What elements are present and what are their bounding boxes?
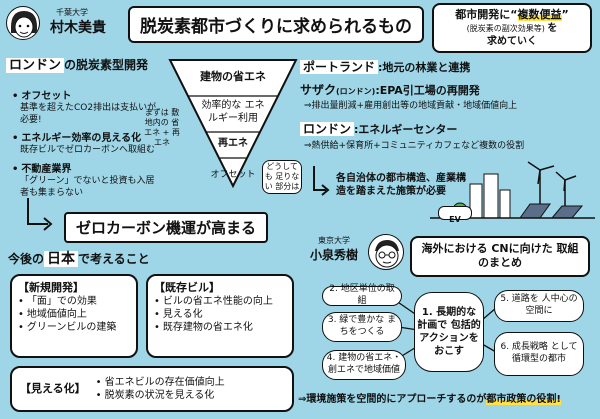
portland-line: ポートランド:地元の林業と連携 (300, 60, 470, 76)
london-bullet-3: 不動産業界 「グリーン」でないと投資も入居者も集まらない (12, 163, 162, 199)
london2-detail: ⇒熱供給+保育所+コミュニティカフェなど複数の役割 (304, 141, 525, 151)
london-heading-city: ロンドン (6, 58, 65, 73)
arrow-down-right-icon (313, 166, 330, 196)
pyramid-level-2: 効率的な エネルギー利用 (201, 100, 265, 124)
speaker2-name: 小泉秀樹 (310, 248, 359, 262)
visual-items: 省エネビルの存在価値向上 脱炭素の状況を見える化 (96, 376, 225, 402)
southwark-desc: :EPA引工場の再開発 (375, 84, 480, 97)
japan-heading: 今後の日本で考えること (8, 250, 150, 268)
speaker1-affiliation: 千葉大学 (56, 8, 88, 17)
speaker1-avatar (6, 6, 40, 40)
speaker1-name: 村木美貴 (50, 20, 106, 36)
callout-particle: を (547, 23, 558, 35)
new-dev-item-1: 「面」での効果 (18, 295, 130, 308)
callout-line3: 求めていく (487, 36, 537, 48)
speaker1-face-icon (11, 11, 37, 38)
london-bullet-1: オフセット 基準を超えたCO2排出は支払いが必要! (12, 90, 162, 126)
pyramid-level-3: 再エネ (218, 138, 248, 149)
london-bullet-3-body: 「グリーン」でないと投資も入居者も集まらない (20, 176, 155, 198)
footer-text: ⇒環境施策を空間的にアプローチするのが (298, 394, 487, 405)
london-bullet-3-lead: 不動産業界 (12, 163, 162, 176)
visual-title: 【見える化】 (20, 381, 86, 395)
ev-car: EV (438, 206, 472, 224)
portland-name: ポートランド (300, 60, 379, 74)
japan-heading-c: で考えること (78, 252, 150, 266)
callout-keyword: 複数便益 (517, 8, 562, 21)
step-1: 1. 長期的な 計画で 包括的 アクションを おこす (414, 292, 484, 372)
step-2: 2. 地区単位の取組 (322, 284, 402, 306)
page-title: 脱炭素都市づくりに求められるもの (128, 6, 424, 43)
step-4: 4. 建物の省エネ・ 創エネで地域価値 (322, 350, 406, 380)
ev-label: EV (449, 215, 461, 224)
london2-line: ロンドン:エネルギーセンター (300, 122, 457, 138)
callout-subtext: (脱炭素の副次効果等) (466, 24, 545, 34)
pyramid-level-1: 建物の省エネ (200, 70, 266, 83)
city-wind-solar-icon (430, 161, 595, 219)
new-dev-title-text: 新規開発 (29, 281, 73, 294)
visual-item-2: 脱炭素の状況を見える化 (96, 389, 225, 402)
footer-emphasis: 都市政策の役割! (486, 394, 561, 405)
visual-title-text: 見える化 (31, 381, 75, 395)
arrow-down-right-icon (27, 198, 53, 231)
london-bullets: オフセット 基準を超えたCO2排出は支払いが必要! エネルギー効率の見える化 既… (12, 90, 162, 199)
speaker2-avatar (368, 234, 404, 270)
japan-heading-country: 日本 (44, 251, 79, 267)
southwark-line: サザク(ロンドン):EPA引工場の再開発 (300, 83, 480, 99)
energy-pyramid (168, 59, 298, 188)
london2-desc: :エネルギーセンター (354, 123, 458, 136)
japan-heading-a: 今後の (8, 252, 45, 266)
speaker2-affiliation: 東京大学 (318, 236, 350, 245)
local-policy-note: 各自治体の都市構造、産業構造を踏まえた施策が必要 (336, 173, 466, 197)
london-bullet-1-lead: オフセット (12, 90, 162, 103)
callout-text-a: 都市開発に (455, 8, 511, 21)
london-bullet-2-body: 既存ビルでゼロカーボンへ取組む (20, 145, 156, 156)
step-3: 3. 緑で豊かな まちをつくる (322, 312, 402, 342)
visual-box: 【見える化】 省エネビルの存在価値向上 脱炭素の状況を見える化 (10, 366, 294, 412)
portland-desc: :地元の林業と連携 (378, 61, 471, 74)
london-bullet-2: エネルギー効率の見える化 既存ビルでゼロカーボンへ取組む (12, 132, 162, 157)
southwark-detail: ⇒排出量削減+雇用創出等の地域貢献・地域価値向上 (304, 101, 518, 111)
visual-item-1: 省エネビルの存在価値向上 (96, 376, 225, 389)
london-bullet-1-body: 基準を超えたCO2排出は支払いが必要! (20, 103, 157, 125)
callout-sub: (脱炭素の副次効果等) を (440, 22, 584, 35)
new-dev-item-3: グリーンビルの建築 (18, 321, 130, 334)
existing-item-1: ビルの省エネ性能の向上 (154, 295, 286, 308)
callout-line1: 都市開発に“複数便益” (455, 8, 569, 21)
speaker2-face-icon (375, 240, 399, 268)
pyramid-left-note: まずは 敷地内の 省エネ + 再エネ (144, 108, 180, 147)
new-dev-title: 【新規開発】 (18, 281, 84, 294)
callout-bubble: 都市開発に“複数便益” (脱炭素の副次効果等) を 求めていく (432, 3, 592, 53)
london-heading: ロンドンの脱炭素型開発 (6, 58, 148, 75)
existing-title: 【既存ビル】 (154, 281, 220, 294)
step-6: 6. 成長戦略 として 循環型の都市 (494, 332, 584, 376)
existing-item-3: 既存建物の省エネ化 (154, 321, 286, 334)
new-dev-box: 【新規開発】 「面」での効果 地域価値向上 グリーンビルの建築 (10, 274, 138, 358)
london-heading-rest: の脱炭素型開発 (64, 58, 149, 72)
london2-name: ロンドン (300, 122, 355, 136)
pyramid-level-4: オフセット (210, 170, 256, 180)
existing-box: 【既存ビル】 ビルの省エネ性能の向上 見える化 既存建物の省エネ化 (146, 274, 294, 358)
london-bullet-2-lead: エネルギー効率の見える化 (12, 132, 162, 145)
new-dev-item-2: 地域価値向上 (18, 308, 130, 321)
pyramid-right-note: どうしても 足りない 部分は (262, 160, 302, 194)
existing-title-text: 既存ビル (165, 281, 209, 294)
footer-conclusion: ⇒環境施策を空間的にアプローチするのが都市政策の役割! (298, 393, 596, 406)
southwark-name: サザク (300, 83, 337, 97)
summary-title: 海外における CNに向けた 取組のまとめ (410, 236, 590, 277)
zero-carbon-banner: ゼロカーボン機運が高まる (64, 212, 269, 243)
step-5: 5. 道路を 人中心の空間に (494, 290, 584, 322)
existing-item-2: 見える化 (154, 308, 286, 321)
southwark-paren: (ロンドン) (336, 87, 376, 96)
